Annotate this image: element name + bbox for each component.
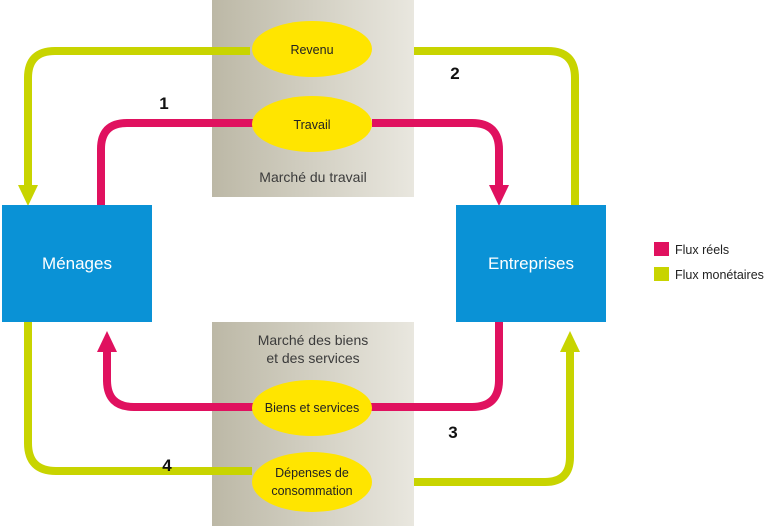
legend-real-swatch bbox=[654, 242, 669, 256]
spending-flow-path bbox=[24, 322, 252, 475]
label-households: Ménages bbox=[42, 254, 112, 273]
flow-number-2: 2 bbox=[450, 64, 459, 83]
label-labor-market: Marché du travail bbox=[259, 169, 366, 185]
income-flow-path bbox=[414, 47, 579, 205]
label-goods-market-line2: et des services bbox=[266, 350, 359, 366]
legend-money-swatch bbox=[654, 267, 669, 281]
spending-flow-path-right bbox=[414, 350, 574, 486]
money-flows bbox=[24, 47, 579, 486]
legend-real-label: Flux réels bbox=[675, 243, 729, 257]
legend-money-label: Flux monétaires bbox=[675, 268, 764, 282]
label-depenses-line1: Dépenses de bbox=[275, 466, 349, 480]
income-flow-path-left bbox=[24, 47, 250, 186]
arrowhead-to-households-goods bbox=[97, 331, 117, 352]
arrowhead-to-households bbox=[18, 185, 38, 206]
oval-revenu bbox=[252, 21, 372, 77]
flow-number-4: 4 bbox=[162, 456, 172, 475]
label-travail: Travail bbox=[293, 118, 330, 132]
arrowhead-to-firms-work bbox=[489, 185, 509, 206]
label-goods-market-line1: Marché des biens bbox=[258, 332, 369, 348]
oval-depenses bbox=[252, 452, 372, 512]
flow-number-3: 3 bbox=[448, 423, 457, 442]
work-flow-path bbox=[97, 119, 255, 205]
label-revenu: Revenu bbox=[290, 43, 333, 57]
oval-biens-services bbox=[252, 380, 372, 436]
real-flows bbox=[97, 119, 503, 411]
goods-flow-path bbox=[370, 322, 503, 411]
work-flow-path-right bbox=[372, 119, 503, 186]
firms-box bbox=[456, 205, 606, 322]
label-firms: Entreprises bbox=[488, 254, 574, 273]
label-depenses-line2: consommation bbox=[271, 484, 352, 498]
flow-number-1: 1 bbox=[159, 94, 168, 113]
households-box bbox=[2, 205, 152, 322]
oval-travail bbox=[252, 96, 372, 152]
arrowhead-to-firms bbox=[560, 331, 580, 352]
label-biens-services: Biens et services bbox=[265, 401, 359, 415]
goods-flow-path-left bbox=[103, 352, 255, 411]
